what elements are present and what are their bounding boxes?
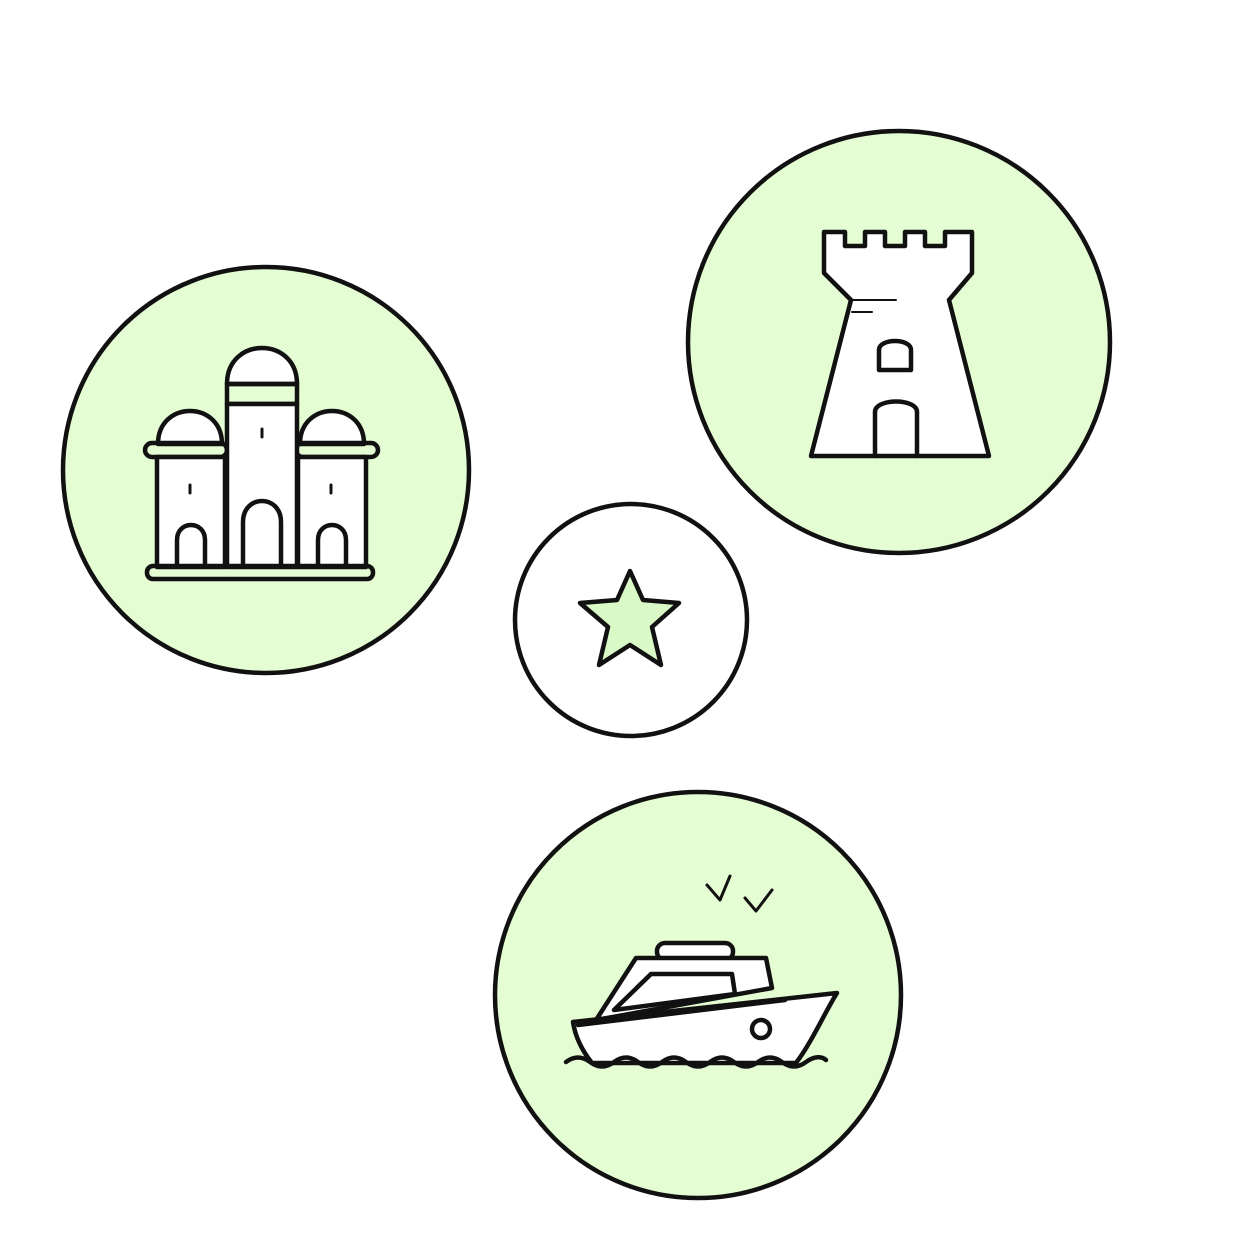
boat-icon: [563, 874, 840, 1069]
palace-icon: [142, 345, 381, 582]
star-icon: [577, 568, 682, 668]
birds-icon: [705, 874, 774, 913]
palace-badge: [60, 264, 472, 676]
center-badge: [512, 501, 750, 739]
boat-badge: [492, 789, 904, 1201]
tower-badge: [685, 128, 1113, 556]
tower-icon: [808, 229, 992, 459]
